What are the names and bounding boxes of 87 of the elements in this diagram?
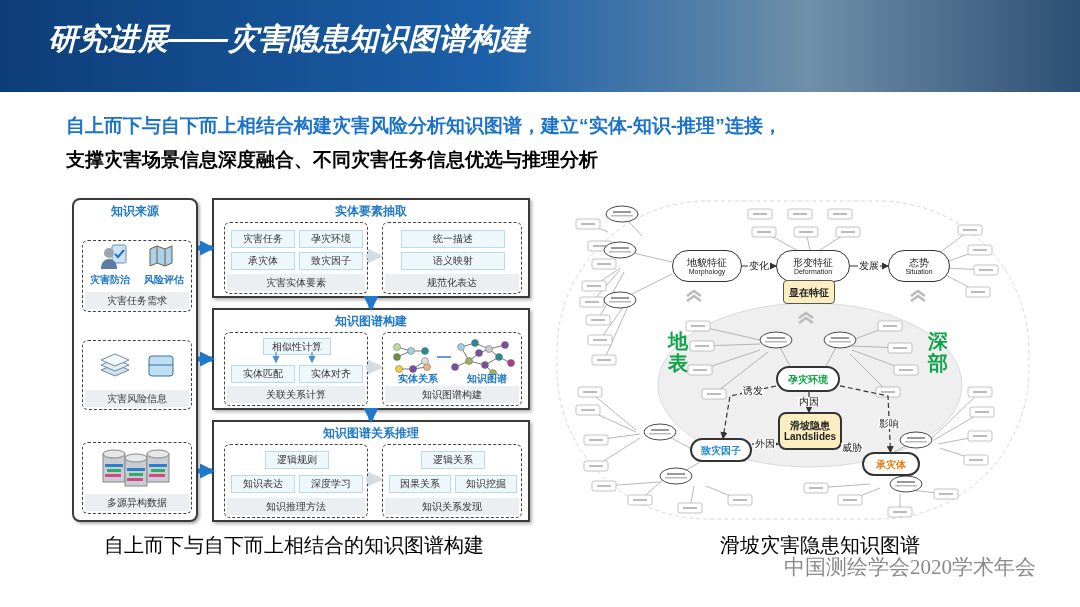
node-title: 致灾因子: [701, 444, 741, 456]
edge-label: 诱发: [742, 386, 764, 396]
item-box: 统一描述: [401, 230, 505, 248]
block-arrow: [366, 248, 383, 264]
panel-heading: 实体要素抽取: [335, 205, 407, 217]
mind-map-node: [862, 452, 920, 476]
icon-caption: 知识图谱: [466, 374, 507, 384]
item-box: 知识表达: [231, 475, 295, 493]
caption-band: 多源异构数据: [85, 494, 189, 511]
item-box: 实体对齐: [299, 365, 363, 383]
dashed-group-box: [382, 444, 522, 518]
item-box: 孕灾环境: [299, 230, 363, 248]
node-title: 形变特征: [793, 256, 833, 268]
process-panel: [212, 308, 530, 410]
block-arrow: [198, 463, 215, 479]
node-title: 显在特征: [789, 286, 829, 298]
edge-label: 威胁: [841, 443, 863, 454]
panel-heading: 知识图谱构建: [335, 315, 407, 327]
dashed-group-box: [382, 332, 522, 406]
caption-band: 知识推理方法: [227, 498, 365, 515]
icon-caption: 灾害防治: [90, 275, 130, 285]
dashed-group-box: [82, 240, 192, 312]
caption-band: 规范化表达: [385, 274, 519, 291]
dashed-group-box: [82, 340, 192, 410]
edge-label: 内因: [798, 397, 820, 407]
node-title: 地貌特征: [687, 256, 727, 268]
item-box: 实体匹配: [231, 365, 295, 383]
caption-band: 知识图谱构建: [385, 386, 519, 403]
edge-label: 变化: [748, 261, 770, 271]
caption-band: 知识关系发现: [385, 498, 519, 515]
dashed-group-box: [82, 442, 192, 514]
item-box: 逻辑规则: [265, 451, 329, 469]
item-box: 逻辑关系: [421, 451, 485, 469]
icon-caption: 实体关系: [397, 374, 438, 384]
dashed-group-box: [224, 444, 368, 518]
block-arrow: [366, 359, 383, 375]
node-title: 滑坡隐患: [790, 420, 830, 431]
caption-band: 灾害任务需求: [85, 292, 189, 309]
caption-band: 灾害实体要素: [227, 274, 365, 291]
caption-band: 灾害风险信息: [85, 390, 189, 407]
process-panel: [212, 420, 530, 522]
subtitle-text: 支撑灾害场景信息深度融合、不同灾害任务信息优选与推理分析: [66, 148, 598, 172]
item-box: 深度学习: [299, 475, 363, 493]
dashed-arrow: [839, 385, 894, 454]
item-box: 因果关系: [389, 475, 451, 493]
dashed-group-box: [382, 222, 522, 294]
edge-label: 外因: [754, 439, 776, 449]
node-title: 孕灾环境: [788, 373, 828, 385]
category-box: [783, 280, 835, 304]
block-arrow: [198, 240, 215, 256]
mind-map-node: [672, 250, 742, 282]
region-label: 深部: [928, 330, 948, 374]
edge-label: 发展: [858, 261, 880, 271]
item-box: 知识挖掘: [455, 475, 517, 493]
panel-heading: 知识图谱关系推理: [323, 427, 419, 439]
node-title: 承灾体: [876, 458, 906, 470]
item-box: 承灾体: [231, 252, 295, 270]
figure-caption: 自上而下与自下而上相结合的知识图谱构建: [104, 533, 484, 558]
item-box: 相似性计算: [263, 338, 331, 355]
item-box: 灾害任务: [231, 230, 295, 248]
mind-map-node: [690, 438, 752, 462]
arrow: [308, 351, 316, 364]
caption-band: 关联关系计算: [227, 386, 365, 403]
node-subtitle: Landslides: [783, 431, 837, 442]
block-arrow: [366, 471, 383, 487]
node-title: 态势: [909, 256, 929, 268]
central-node: [778, 412, 842, 450]
mind-map-node: [776, 366, 840, 392]
process-panel: [212, 198, 530, 298]
icon-caption: 风险评估: [144, 275, 184, 285]
item-box: 致灾因子: [299, 252, 363, 270]
mind-map-node: [888, 250, 950, 282]
dashed-arrow: [720, 385, 777, 440]
block-arrow: [198, 351, 215, 367]
block-arrow: [363, 296, 379, 311]
dashed-group-box: [224, 222, 368, 294]
figure-caption: 滑坡灾害隐患知识图谱: [720, 533, 920, 556]
footer-text: 中国测绘学会2020学术年会: [784, 555, 1036, 581]
process-panel: [72, 198, 198, 522]
block-arrow: [363, 408, 379, 423]
arrow: [272, 351, 280, 364]
dashed-group-box: [224, 332, 368, 406]
edge-label: 影响: [878, 419, 901, 429]
region-label: 地表: [668, 330, 688, 374]
item-box: 语义映射: [401, 252, 505, 270]
panel-heading: 知识来源: [111, 205, 159, 217]
subtitle-text: 自上而下与自下而上相结合构建灾害风险分析知识图谱，建立“实体-知识-推理”连接，: [66, 114, 782, 138]
